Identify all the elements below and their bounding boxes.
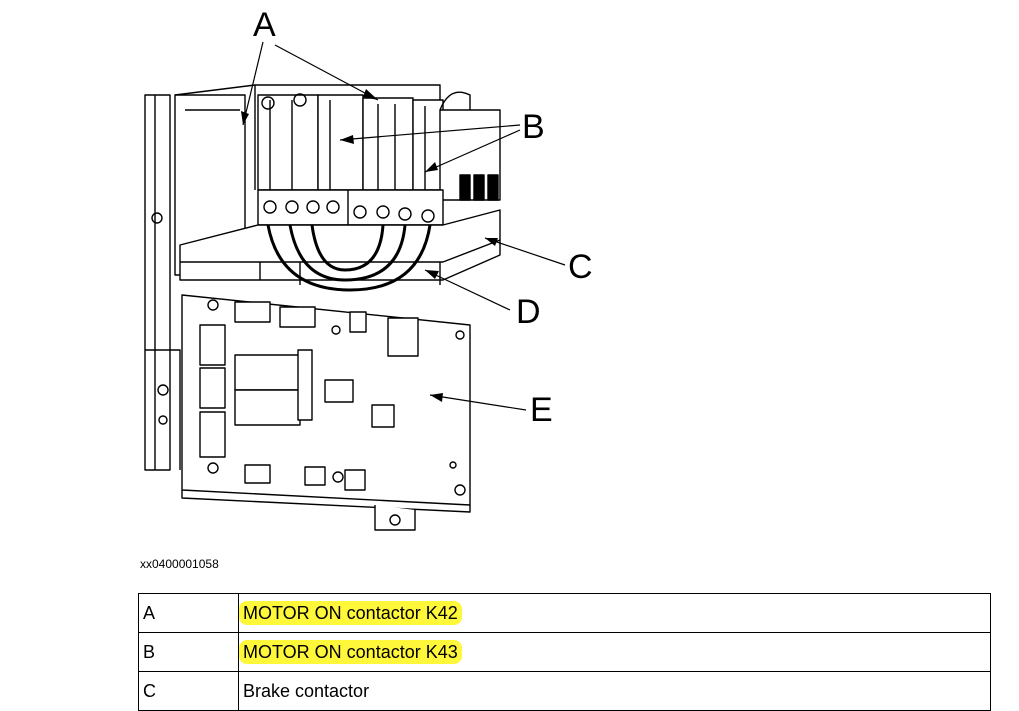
- callout-e: E: [530, 391, 553, 429]
- legend-table: A MOTOR ON contactor K42 B MOTOR ON cont…: [138, 593, 991, 711]
- legend-description: Brake contactor: [238, 671, 991, 711]
- mounting-bracket: [144, 94, 181, 471]
- contactor-diagram: A B C D E: [144, 6, 593, 531]
- diagram-drawing: [144, 41, 566, 531]
- highlighted-text: MOTOR ON contactor K42: [239, 600, 462, 625]
- arrowheads: [241, 89, 498, 402]
- contactor-block: [174, 84, 501, 292]
- callout-b: B: [522, 108, 545, 146]
- table-row: B MOTOR ON contactor K43: [138, 632, 991, 672]
- table-row: C Brake contactor: [138, 671, 991, 711]
- leader-lines: [242, 41, 566, 411]
- legend-key: A: [138, 593, 239, 633]
- legend-key: B: [138, 632, 239, 672]
- circuit-board: [181, 294, 471, 531]
- callout-d: D: [516, 293, 541, 331]
- highlighted-text: MOTOR ON contactor K43: [239, 639, 462, 664]
- table-row: A MOTOR ON contactor K42: [138, 593, 991, 633]
- legend-description: MOTOR ON contactor K43: [238, 632, 991, 672]
- callout-a: A: [253, 6, 276, 44]
- figure-id: xx0400001058: [140, 557, 219, 571]
- legend-key: C: [138, 671, 239, 711]
- callout-c: C: [568, 248, 593, 286]
- legend-description: MOTOR ON contactor K42: [238, 593, 991, 633]
